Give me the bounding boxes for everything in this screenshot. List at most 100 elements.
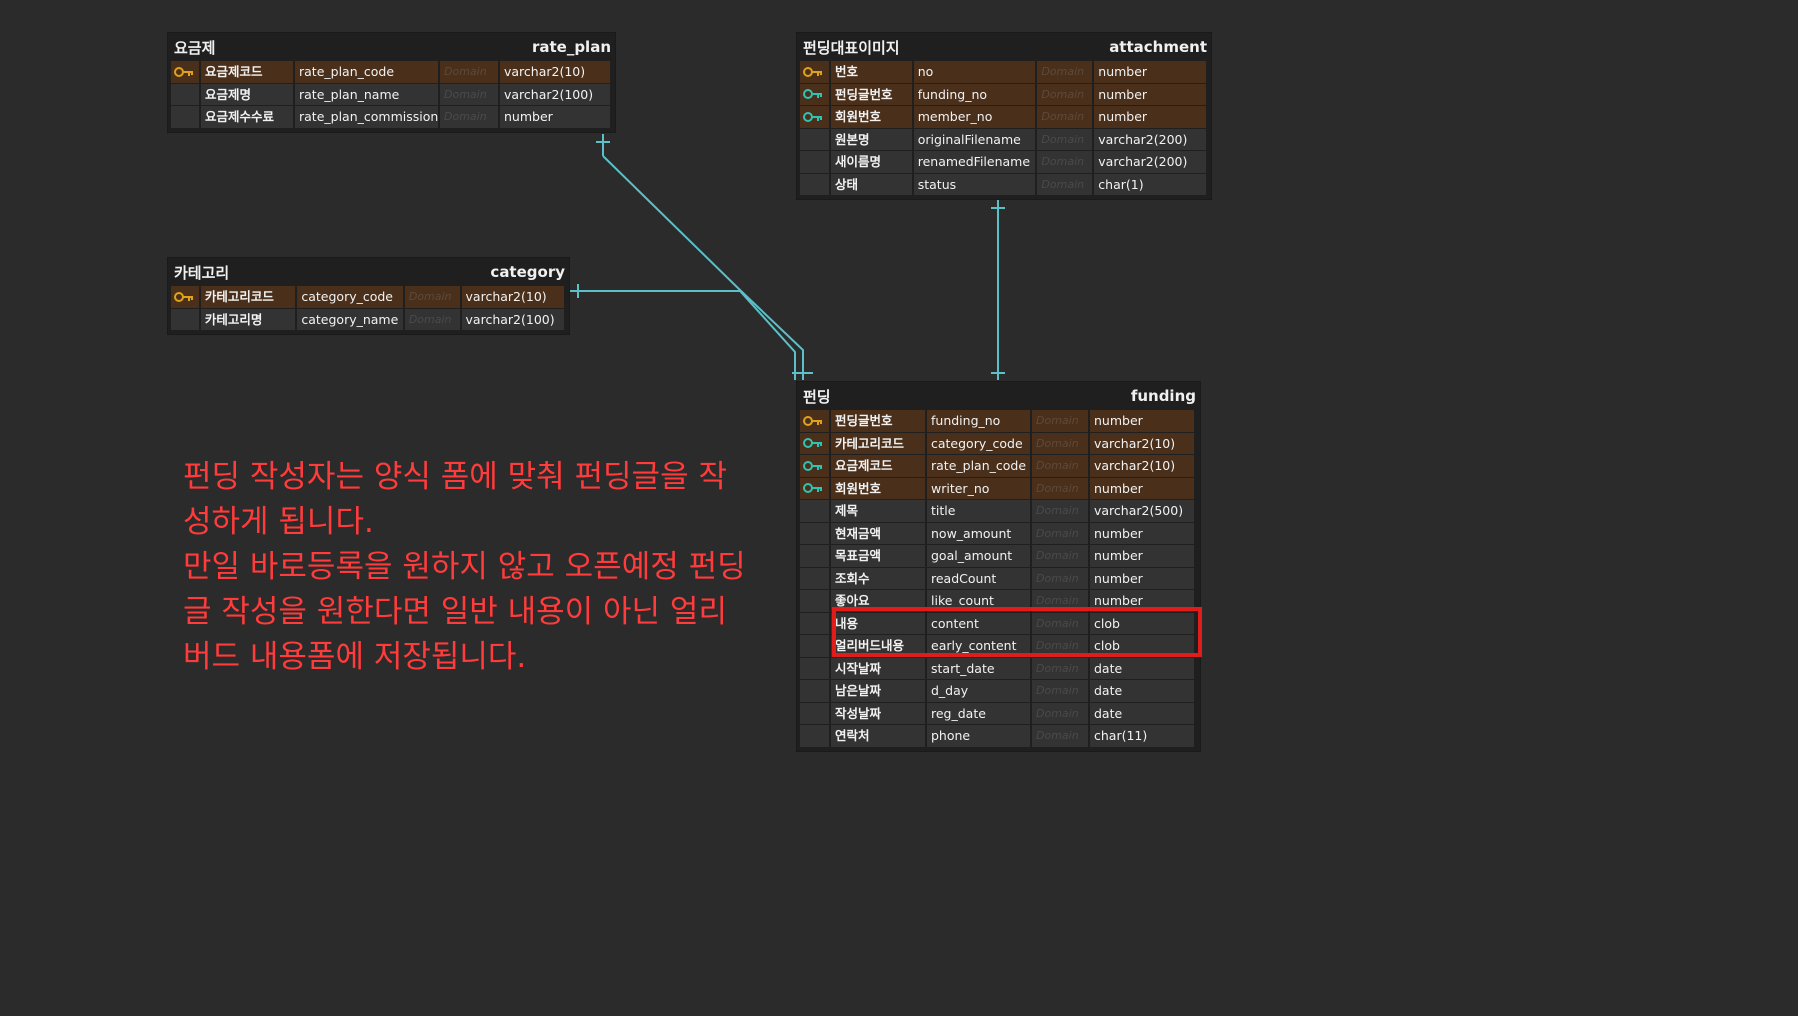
column-physical-name: goal_amount [927,545,1032,568]
foreign-key-icon [800,432,831,455]
column-data-type: date [1090,680,1196,703]
rel-attachment-funding [991,200,1005,380]
column-logical-name: 새이름명 [830,151,914,174]
column-domain: Domain [1037,106,1095,129]
column-physical-name: early_content [927,635,1032,658]
empty-key-cell [800,702,831,725]
column-physical-name: member_no [913,106,1038,129]
primary-key-icon [171,286,201,309]
column-domain: Domain [1037,61,1095,84]
rel-category-funding [569,284,796,380]
column-logical-name: 목표금액 [831,545,927,568]
entity-physical-name: rate_plan [531,38,611,56]
note-line: 버드 내용폼에 저장됩니다. [183,639,527,675]
column-logical-name: 작성날짜 [831,702,927,725]
column-physical-name: status [913,173,1038,196]
column-data-type: varchar2(100) [500,83,612,106]
column-physical-name: now_amount [927,522,1032,545]
column-domain: Domain [404,286,462,309]
column-logical-name: 카테고리명 [200,308,298,331]
column-physical-name: category_code [297,286,405,309]
column-data-type: number [1090,410,1196,433]
column-physical-name: content [927,612,1032,635]
column-physical-name: readCount [927,567,1032,590]
column-domain: Domain [440,61,500,84]
primary-key-icon [171,61,201,84]
foreign-key-icon [800,477,831,500]
column-logical-name: 상태 [830,173,914,196]
column-data-type: char(1) [1094,173,1208,196]
column-data-type: number [1090,567,1196,590]
column-data-type: number [1094,83,1208,106]
column-data-type: clob [1090,612,1196,635]
column-data-type: date [1090,702,1196,725]
column-domain: Domain [1032,545,1090,568]
column-data-type: varchar2(100) [461,308,566,331]
column-data-type: number [1094,106,1208,129]
entity-logical-name: 카테고리 [174,263,230,282]
column-logical-name: 요금제명 [201,83,295,106]
column-domain: Domain [1037,128,1095,151]
column-domain: Domain [1032,500,1090,523]
entity-header: 요금제 rate_plan [168,33,615,61]
note-line: 성하게 됩니다. [183,504,374,540]
note-line: 글 작성을 원한다면 일반 내용이 아닌 얼리 [183,594,727,630]
entity-logical-name: 요금제 [174,38,216,57]
empty-key-cell [800,680,831,703]
column-physical-name: d_day [927,680,1032,703]
empty-key-cell [800,657,831,680]
empty-key-cell [800,725,831,748]
primary-key-icon [800,410,831,433]
empty-key-cell [800,500,831,523]
empty-key-cell [800,545,831,568]
column-domain: Domain [1032,680,1090,703]
foreign-key-icon [800,83,831,106]
column-domain: Domain [1032,567,1090,590]
column-domain: Domain [1032,455,1090,478]
column-logical-name: 회원번호 [831,477,927,500]
empty-key-cell [171,83,201,106]
entity-header: 펀딩 funding [797,382,1200,410]
column-logical-name: 연락처 [831,725,927,748]
column-domain: Domain [440,106,500,129]
column-data-type: varchar2(500) [1090,500,1196,523]
column-domain: Domain [1032,432,1090,455]
empty-key-cell [800,590,831,613]
entity-logical-name: 펀딩대표이미지 [803,38,900,57]
column-physical-name: originalFilename [913,128,1038,151]
highlight-box [832,607,1202,657]
column-physical-name: rate_plan_name [295,83,440,106]
column-domain: Domain [1032,590,1090,613]
